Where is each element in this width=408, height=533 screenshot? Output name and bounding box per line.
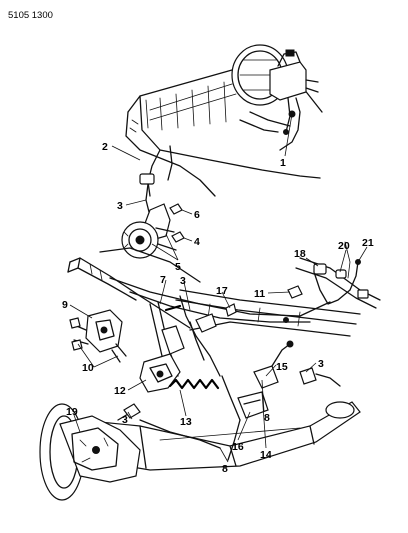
rear-brake-hose	[117, 403, 141, 421]
callout-18: 18	[294, 248, 306, 260]
callout-2: 2	[102, 141, 108, 153]
parking-brake-cable-rear	[139, 419, 241, 461]
callout-20: 20	[338, 240, 350, 252]
fitting-11	[287, 285, 303, 299]
leader-lines	[69, 113, 368, 463]
callout-1: 1	[280, 157, 286, 169]
callout-3-lower: 3	[122, 414, 128, 426]
callout-12: 12	[114, 385, 126, 397]
callout-3-middle: 3	[180, 275, 186, 287]
callout-19: 19	[66, 406, 78, 418]
parking-brake-equalizer	[139, 353, 181, 393]
callout-11: 11	[254, 288, 265, 300]
callout-3-right: 3	[318, 358, 324, 370]
return-spring	[168, 378, 220, 390]
front-brake-caliper-rotor	[121, 203, 177, 259]
front-brake-lines-upper	[239, 97, 301, 151]
callout-16: 16	[232, 441, 244, 453]
callout-21: 21	[362, 237, 374, 249]
cable-bracket-16	[237, 391, 269, 419]
callout-7: 7	[160, 274, 166, 286]
clip-3c	[299, 367, 341, 387]
rear-brake-drum-backing-plate	[39, 403, 141, 501]
callout-17: 17	[216, 285, 228, 297]
parking-brake-lever	[161, 313, 217, 361]
clip-17	[225, 303, 237, 317]
callout-14: 14	[260, 449, 272, 461]
frame-rail-left	[67, 247, 201, 329]
callout-3-upper: 3	[117, 200, 123, 212]
callout-15: 15	[276, 361, 288, 373]
callout-8-right: 8	[264, 412, 270, 424]
parking-brake-cable-front	[179, 295, 241, 421]
bolt-4	[171, 231, 185, 243]
document-number: 5105 1300	[8, 10, 53, 21]
master-cylinder	[269, 49, 319, 101]
callout-9: 9	[62, 299, 68, 311]
brake-pedal-bracket	[69, 309, 127, 363]
callout-10: 10	[82, 362, 94, 374]
callout-4: 4	[194, 236, 200, 248]
rear-brake-line-right	[313, 259, 369, 305]
bolt-6	[169, 203, 183, 215]
callout-6: 6	[194, 209, 200, 221]
frame-rail-right	[295, 241, 381, 309]
callout-labels: 1 2 3 6 4 5 7 3 17 11 18 20 21 9 10 12 1…	[62, 141, 374, 475]
callout-5: 5	[175, 261, 181, 273]
callout-8-lower: 8	[222, 463, 228, 475]
callout-13: 13	[180, 416, 192, 428]
bracket-15	[253, 340, 294, 389]
